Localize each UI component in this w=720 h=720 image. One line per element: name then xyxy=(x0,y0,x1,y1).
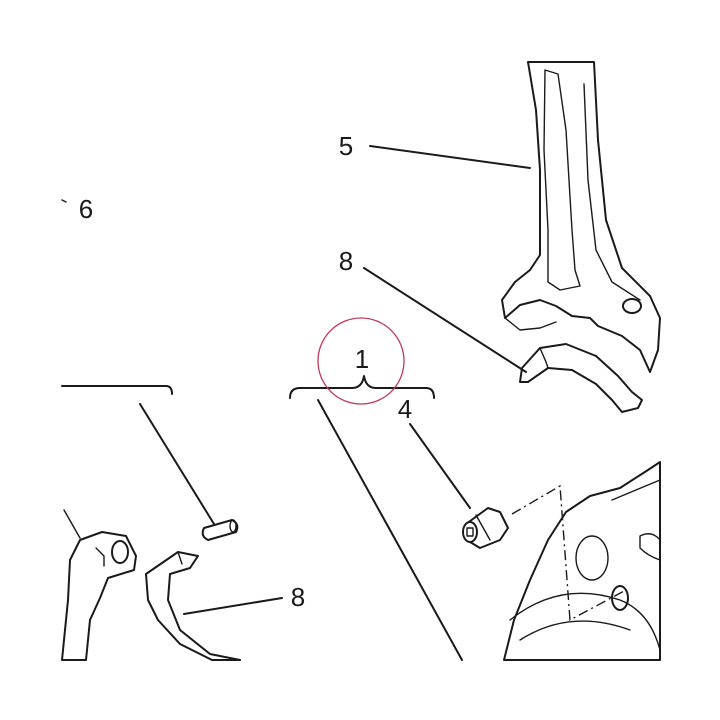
dowel-pin xyxy=(201,519,239,541)
leader-5 xyxy=(369,145,531,169)
oil-plug xyxy=(462,507,509,549)
crankshaft xyxy=(503,461,661,661)
rod-oil-hole xyxy=(622,298,642,314)
callout-5: 5 xyxy=(339,131,353,161)
callout-6: 6 xyxy=(79,194,93,224)
leader-8-bottom xyxy=(183,597,283,615)
leader-1 xyxy=(317,399,463,661)
callout-8-bottom: 8 xyxy=(291,582,305,612)
leader-8-top xyxy=(363,267,527,373)
callout-4: 4 xyxy=(398,394,412,424)
alignment-line xyxy=(511,484,627,622)
leader-4 xyxy=(409,423,471,509)
connecting-rod xyxy=(501,61,661,373)
callout-1: 1 xyxy=(355,344,369,374)
lower-bearing-shell xyxy=(145,551,241,661)
leader-6-tick xyxy=(61,199,67,203)
callout-8-top: 8 xyxy=(339,246,353,276)
left-cap xyxy=(61,509,137,661)
leader-left-bracket xyxy=(139,403,215,525)
left-bracket xyxy=(61,385,173,395)
upper-bearing-shell xyxy=(519,343,643,413)
highlight-circle xyxy=(317,317,405,405)
group-bracket-1 xyxy=(289,375,435,399)
